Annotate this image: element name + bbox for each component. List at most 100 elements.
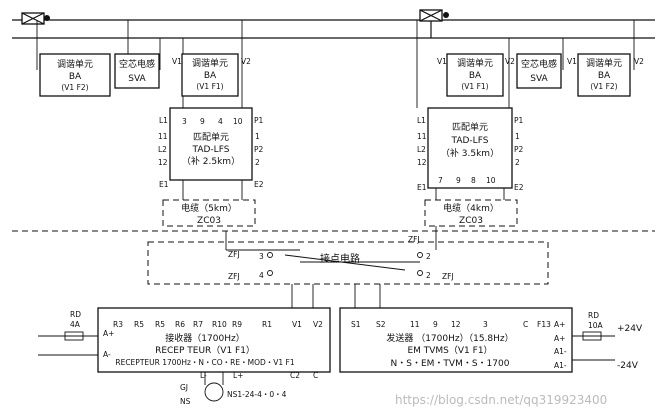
left-compensation: （补 2.5km） bbox=[182, 155, 240, 167]
cable-left: 电缆（5km） ZC03 bbox=[162, 180, 256, 227]
svg-text:A+: A+ bbox=[554, 334, 565, 343]
svg-text:R5: R5 bbox=[134, 320, 144, 329]
svg-text:E1: E1 bbox=[159, 180, 169, 189]
svg-text:V2: V2 bbox=[241, 57, 251, 66]
svg-text:A1-: A1- bbox=[554, 361, 567, 370]
svg-text:3: 3 bbox=[182, 117, 187, 126]
gj-label: GJ bbox=[180, 383, 188, 392]
svag-label-2: 空芯电感 bbox=[521, 58, 557, 70]
svag-label: 空芯电感 bbox=[119, 58, 155, 70]
svg-text:P2: P2 bbox=[514, 145, 524, 154]
svg-text:A+: A+ bbox=[554, 320, 565, 329]
sender-sub1: EM TVMS（V1 F1） bbox=[407, 345, 492, 356]
sva-unit-right: 空芯电感 SVA bbox=[516, 53, 562, 89]
svg-text:9: 9 bbox=[456, 176, 461, 185]
svg-text:(V1 F2): (V1 F2) bbox=[590, 82, 617, 91]
svg-text:1: 1 bbox=[255, 132, 260, 141]
ba-label-4: 调谐单元 bbox=[586, 57, 622, 69]
ba-code-2: BA bbox=[204, 71, 217, 81]
svg-text:L2: L2 bbox=[417, 145, 426, 154]
svg-text:10: 10 bbox=[233, 117, 243, 126]
svg-text:7: 7 bbox=[438, 176, 443, 185]
fuse-right: 10A bbox=[588, 321, 604, 330]
watermark: https://blog.csdn.net/qq319923400 bbox=[395, 393, 607, 407]
svg-text:R1: R1 bbox=[262, 320, 272, 329]
svg-text:9: 9 bbox=[433, 320, 438, 329]
cable-left-label: 电缆（5km） bbox=[181, 202, 237, 214]
cable-right-label: 电缆（4km） bbox=[443, 202, 499, 214]
match-unit-left: 3 9 4 10 匹配单元 TAD-LFS （补 2.5km） L1 11 L2… bbox=[158, 107, 264, 189]
svg-text:L1: L1 bbox=[417, 116, 426, 125]
svg-text:9: 9 bbox=[200, 117, 205, 126]
svg-text:V2: V2 bbox=[634, 57, 644, 66]
svg-text:P2: P2 bbox=[254, 145, 264, 154]
svg-text:2: 2 bbox=[515, 158, 520, 167]
svg-text:A1-: A1- bbox=[554, 347, 567, 356]
signal-right bbox=[419, 9, 449, 38]
cable-left-code: ZC03 bbox=[197, 216, 221, 226]
ba-label-2: 调谐单元 bbox=[192, 57, 228, 69]
relay-label: 接点电路 bbox=[320, 252, 360, 265]
svg-text:L2: L2 bbox=[158, 145, 167, 154]
svg-text:1: 1 bbox=[515, 132, 520, 141]
cable-right: 电缆（4km） ZC03 bbox=[424, 188, 518, 227]
svg-text:2: 2 bbox=[426, 252, 431, 261]
gj-meter: GJ NS NS1-24-4・0・4 bbox=[180, 372, 287, 406]
svg-text:2: 2 bbox=[255, 158, 260, 167]
svg-text:A+: A+ bbox=[103, 329, 114, 338]
svg-text:3: 3 bbox=[259, 252, 264, 261]
svg-text:V1: V1 bbox=[567, 57, 577, 66]
receiver-sub1: RECEP TEUR（V1 F1） bbox=[155, 345, 255, 356]
svg-text:A-: A- bbox=[103, 350, 111, 359]
right-compensation: （补 3.5km） bbox=[441, 147, 499, 159]
svg-text:L+: L+ bbox=[233, 371, 243, 380]
receiver-unit: R3 R5 R5 R6 R7 R10 R9 R1 V1 V2 接收器（1700H… bbox=[97, 284, 331, 380]
svg-text:12: 12 bbox=[158, 158, 168, 167]
svg-text:L1: L1 bbox=[159, 116, 168, 125]
track-rails bbox=[12, 19, 655, 232]
svg-text:V1: V1 bbox=[292, 320, 302, 329]
svg-text:F13: F13 bbox=[537, 320, 551, 329]
svg-text:2: 2 bbox=[426, 271, 431, 280]
zfj-label-3: ZFJ bbox=[408, 235, 420, 244]
zfj-label-4: ZFJ bbox=[442, 272, 454, 281]
ba-code-4: BA bbox=[598, 71, 611, 81]
svag-code-2: SVA bbox=[530, 74, 548, 84]
ba-label: 调谐单元 bbox=[57, 58, 93, 70]
svg-text:P1: P1 bbox=[514, 116, 524, 125]
match-label-2: 匹配单元 bbox=[452, 121, 488, 133]
svg-text:12: 12 bbox=[451, 320, 461, 329]
svg-text:4: 4 bbox=[218, 117, 223, 126]
rd-left: RD bbox=[70, 310, 81, 319]
svg-text:V1: V1 bbox=[437, 57, 447, 66]
svg-text:R3: R3 bbox=[113, 320, 123, 329]
svg-text:12: 12 bbox=[417, 158, 427, 167]
svg-text:11: 11 bbox=[158, 132, 168, 141]
ba-code: BA bbox=[69, 72, 82, 82]
relay-contact-circuit: 接点电路 ZFJ ZFJ ZFJ ZFJ 3 4 2 2 bbox=[147, 226, 549, 285]
svg-text:R7: R7 bbox=[193, 320, 203, 329]
svg-text:V2: V2 bbox=[505, 57, 515, 66]
ba-unit-left: 调谐单元 BA (V1 F2) bbox=[39, 53, 111, 97]
svg-text:10: 10 bbox=[486, 176, 496, 185]
svg-text:R6: R6 bbox=[175, 320, 185, 329]
svg-text:S2: S2 bbox=[376, 320, 386, 329]
plus24-label: +24V bbox=[617, 324, 643, 334]
ba-unit-right-2: 调谐单元 BA (V1 F2) V1 V2 bbox=[567, 53, 644, 97]
power-left: RD 4A bbox=[38, 310, 98, 356]
insulation-joint-left bbox=[21, 12, 50, 25]
svg-text:V2: V2 bbox=[313, 320, 323, 329]
svg-text:R10: R10 bbox=[212, 320, 227, 329]
ns-model: NS1-24-4・0・4 bbox=[227, 390, 287, 399]
minus24-label: -24V bbox=[617, 361, 639, 371]
svg-text:E1: E1 bbox=[417, 183, 427, 192]
svg-text:4: 4 bbox=[259, 271, 264, 280]
ns-label: NS bbox=[180, 397, 191, 406]
svg-text:C: C bbox=[523, 320, 528, 329]
match-unit-right: 匹配单元 TAD-LFS （补 3.5km） 7 9 8 10 L1 11 L2… bbox=[417, 107, 524, 192]
sender-unit: S1 S2 11 9 12 3 C F13 发送器 （1700Hz）（15.8H… bbox=[339, 284, 573, 373]
fuse-left: 4A bbox=[70, 320, 81, 329]
svg-text:R5: R5 bbox=[155, 320, 165, 329]
svg-text:11: 11 bbox=[417, 132, 427, 141]
